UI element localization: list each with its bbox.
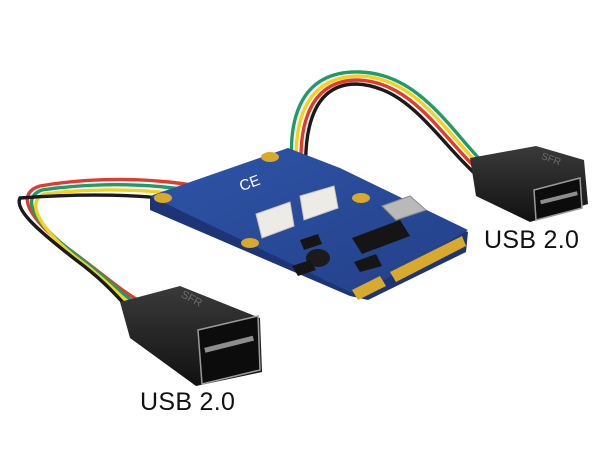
usb-label-left: USB 2.0: [140, 388, 236, 416]
usb-label-right: USB 2.0: [484, 226, 580, 254]
chips: [292, 195, 427, 276]
usb-pin-headers: [255, 185, 339, 239]
mini-pcie-card: CE: [150, 148, 468, 300]
ce-mark: CE: [237, 172, 262, 195]
mounting-holes: [154, 152, 370, 248]
edge-connector-fingers: [352, 236, 466, 300]
right-cable: [289, 70, 490, 200]
usb-connector-left: SFR: [120, 286, 262, 386]
usb-connector-right: SFR: [470, 146, 588, 222]
